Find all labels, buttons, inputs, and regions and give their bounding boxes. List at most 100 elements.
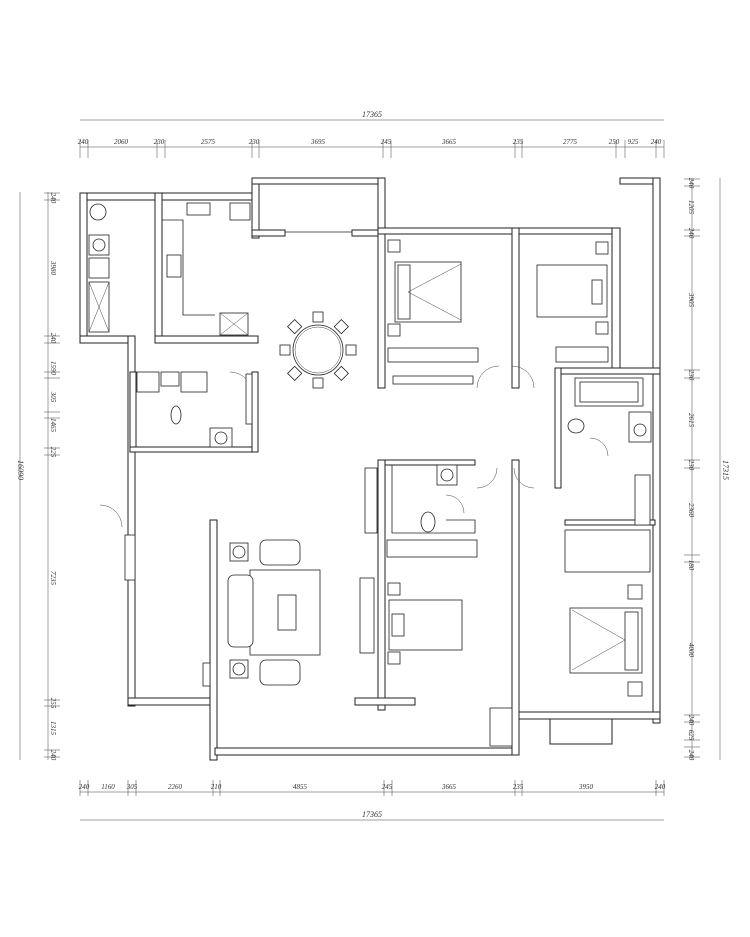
dining-chair-icon [333,365,349,381]
coffee-table-icon [277,594,297,631]
bottom-dimension: 235 [513,783,524,791]
bathroom-left [88,203,110,333]
left-dimension: 7235 [49,571,57,586]
desk-icon [489,707,513,747]
armchair-icon [259,539,301,566]
master-bedroom [489,474,651,747]
bottom-dimension: 1160 [101,783,115,791]
top-dimension: 3665 [441,138,457,146]
dimension-lines [19,119,721,821]
living-room [124,534,321,687]
top-dimension: 2775 [563,138,578,146]
utility-room [136,371,253,448]
right-overall-dimension: 17315 [721,460,730,480]
nightstand-icon [387,651,401,665]
left-dimension: 3980 [49,260,57,276]
left-dimension: 1590 [49,361,57,376]
armchair-icon [259,659,301,686]
right-dimension: 230 [687,370,695,381]
dimension-labels: 240 2060 230 2575 230 3695 245 3665 235 2775 250 92… [49,138,695,791]
dining-chair-icon [312,377,324,389]
left-dimension: 240 [49,193,57,204]
left-overall-dimension: 16090 [16,460,25,480]
nightstand-icon [595,241,609,255]
dining-chair-icon [345,344,357,356]
dining-chair-icon [287,319,303,335]
right-dimension: 1205 [687,200,695,215]
bottom-overall-dimension: 17365 [362,810,382,819]
dining-chair-icon [287,365,303,381]
bottom-dimension: 245 [382,783,393,791]
dimension-ticks [44,140,700,796]
right-dimension: 2360 [687,503,695,518]
top-overall-dimension: 17365 [362,110,382,119]
bottom-dimension: 240 [655,783,666,791]
dining-chair-icon [312,311,324,323]
top-dimension: 3695 [310,138,326,146]
bottom-dimension: 240 [79,783,90,791]
toilet-icon [567,418,585,434]
walls [79,177,661,761]
right-dimension: 230 [687,460,695,471]
left-dimension: 1465 [49,418,57,433]
washer-icon [88,257,110,279]
dining-table [279,311,357,389]
wardrobe-icon [564,529,651,573]
right-dimension: 3905 [687,292,695,308]
top-dimension: 2575 [201,138,216,146]
bottom-dimension: 3665 [441,783,457,791]
top-dimension: 230 [249,138,260,146]
bottom-dimension: 3950 [578,783,594,791]
doors[interactable] [99,365,609,528]
toilet-icon [89,203,107,221]
nightstand-icon [627,681,643,697]
bottom-dimension: 2260 [168,783,183,791]
right-dimension: 240 [687,228,695,239]
dining-chair-icon [279,344,291,356]
right-dimension: 4000 [687,643,695,658]
bottom-dimension: 305 [126,783,138,791]
right-dimension: 625 [687,730,695,741]
top-dimension: 240 [651,138,662,146]
cabinet-icon [229,202,251,221]
bedroom-2 [536,241,609,363]
sink-icon [186,202,211,216]
top-dimension: 2060 [114,138,129,146]
wardrobe-icon [387,347,479,363]
bottom-dimension: 4855 [293,783,308,791]
bedroom-3 [359,464,478,665]
wardrobe-icon [386,539,478,558]
right-dimension: 240 [687,750,695,761]
top-dimension: 240 [78,138,89,146]
top-dimension: 235 [513,138,524,146]
kitchen [162,202,251,336]
nightstand-icon [387,323,401,337]
stove-icon [166,254,182,278]
dining-chair-icon [333,319,349,335]
wardrobe-icon [555,346,609,363]
bedroom-1 [387,239,479,385]
right-dimension: 240 [687,715,695,726]
wardrobe-icon [634,474,651,526]
nightstand-icon [627,584,643,600]
right-dimension: 240 [687,178,695,189]
left-dimension: 225 [49,447,57,458]
top-dimension: 250 [609,138,620,146]
bottom-dimension: 210 [211,783,222,791]
left-dimension: 255 [49,698,57,709]
left-dimension: 1315 [49,721,57,736]
top-dimension: 925 [628,138,639,146]
tv-cabinet-icon [359,577,375,654]
sofa-icon [227,574,254,648]
left-dimension: 240 [49,750,57,761]
right-dimension: 2615 [687,413,695,428]
left-dimension: 240 [49,333,57,344]
bathroom-right [567,377,652,443]
left-dimension: 305 [49,391,57,403]
top-dimension: 230 [154,138,165,146]
nightstand-icon [387,239,401,253]
right-dimension: 180 [687,560,695,571]
nightstand-icon [595,321,609,335]
nightstand-icon [387,582,401,596]
